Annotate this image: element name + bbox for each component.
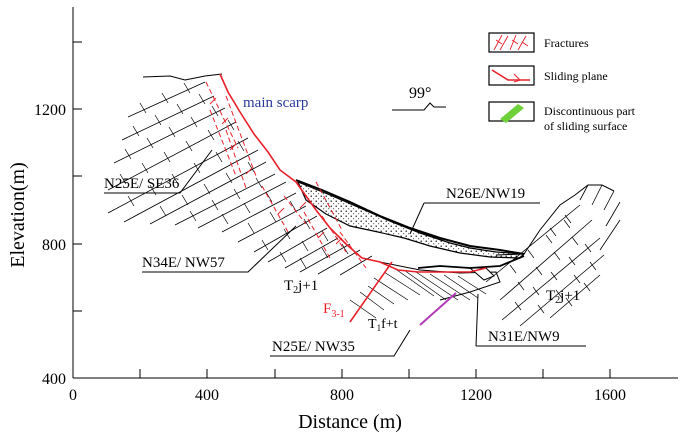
y-ticks [73, 41, 82, 379]
legend-discontinuous-label-2: of sliding surface [544, 119, 627, 133]
y-tick-1200: 1200 [34, 102, 66, 119]
y-tick-400: 400 [42, 371, 66, 388]
fracture-ticks [209, 97, 343, 245]
legend-discontinuous-label-1: Discontinuous part [544, 104, 636, 118]
x-axis-label: Distance (m) [298, 411, 402, 433]
bedding-label-n34e-nw57: N34E/ NW57 [142, 255, 225, 271]
left-bedrock [107, 73, 373, 276]
legend-sliding-plane-swatch [488, 65, 535, 86]
x-tick-800: 800 [330, 387, 354, 404]
right-bedrock [485, 184, 621, 327]
fault-label-f3-1: F3-1 [323, 301, 345, 320]
x-tick-1600: 1600 [594, 387, 626, 404]
x-tick-400: 400 [195, 387, 219, 404]
valley-sediment [349, 261, 501, 319]
x-tick-1200: 1200 [460, 387, 492, 404]
original-ground-line [295, 179, 525, 255]
lower-boundary [417, 255, 525, 269]
legend-fractures-label: Fractures [544, 36, 589, 50]
legend-sliding-plane-label: Sliding plane [544, 69, 608, 83]
y-axis-label: Elevation(m) [7, 162, 29, 268]
bedding-label-n31e-nw9: N31E/NW9 [488, 329, 560, 345]
x-ticks [139, 369, 611, 378]
main-scarp-label: main scarp [243, 95, 308, 111]
fractures [205, 81, 367, 269]
leader-lines [104, 149, 586, 357]
fault-f3-1 [349, 261, 393, 323]
bedding-label-n26e-nw19: N26E/NW19 [446, 186, 525, 202]
stratum-label-right: T2j+1 [546, 288, 580, 306]
legend: Fractures Sliding plane Discontinuous pa… [488, 32, 636, 133]
legend-fractures-swatch [488, 32, 535, 53]
y-tick-800: 800 [42, 237, 66, 254]
bedding-label-n25e-se36: N25E/ SE36 [104, 176, 180, 192]
stratum-label-t1f: T1f+t [368, 317, 398, 333]
stratum-label-left: T2j+1 [284, 278, 318, 296]
x-tick-0: 0 [69, 387, 77, 404]
discontinuous-sliding-part [419, 292, 457, 326]
bedding-label-n25e-nw35: N25E/ NW35 [272, 339, 355, 355]
sliding-plane [219, 73, 487, 273]
direction-arrow-icon [392, 102, 446, 111]
direction-label: 99° [409, 85, 431, 102]
axes-frame [72, 7, 678, 379]
